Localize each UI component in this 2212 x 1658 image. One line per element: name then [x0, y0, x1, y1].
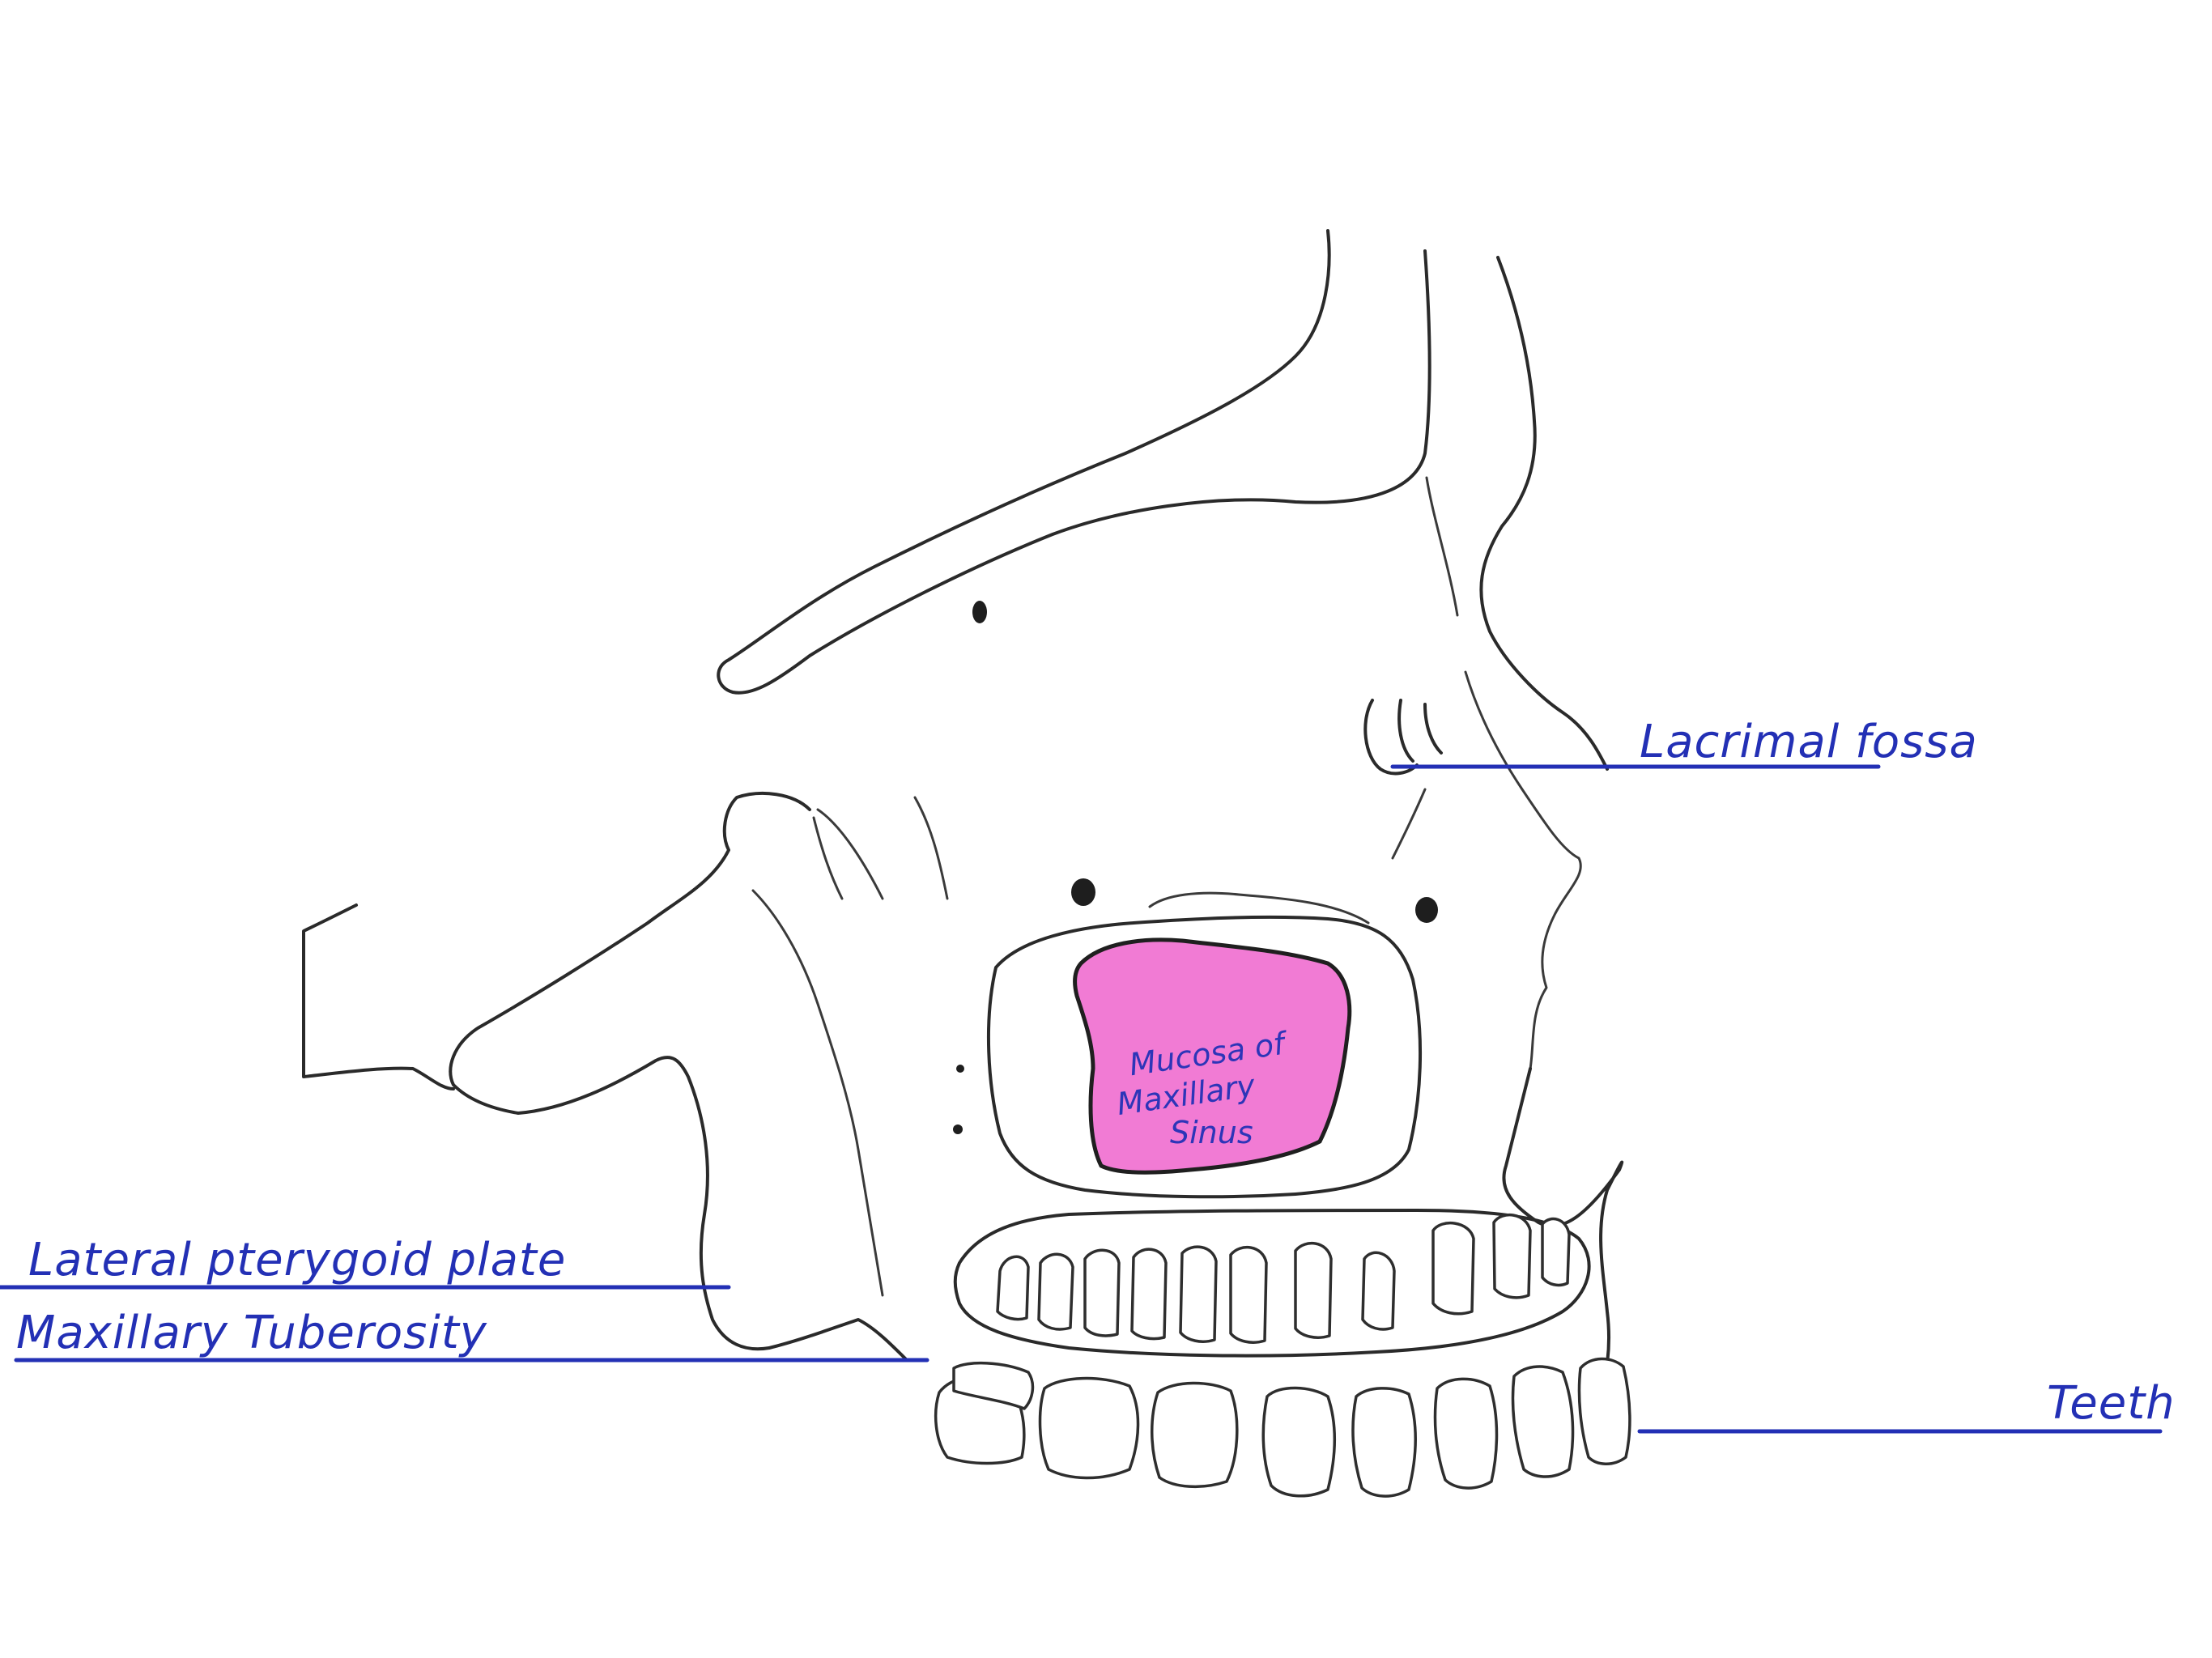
lingual-tooth-3	[1083, 1248, 1121, 1337]
crown-tooth-4	[1150, 1381, 1239, 1489]
lingual-tooth-7	[1294, 1242, 1333, 1339]
lacrimal-crest	[1464, 670, 1582, 1070]
maxilla-bone-outline	[302, 229, 1624, 1386]
foramen-dot-5	[953, 1124, 963, 1134]
crown-tooth-7	[1433, 1377, 1499, 1490]
lacrimal-groove	[1363, 699, 1443, 776]
maxillary-sinus-region: Mucosa of Maxillary Sinus	[1073, 937, 1352, 1175]
nasal-process-outline	[1479, 256, 1609, 771]
lingual-tooth-1	[996, 1255, 1030, 1321]
maxillary-tuberosity-label: Maxillary Tuberosity	[16, 1307, 487, 1359]
nasal-process-inner	[1425, 476, 1459, 617]
foramen-dot-1	[972, 601, 987, 623]
lingual-tooth-4	[1130, 1248, 1168, 1341]
crown-tooth-8	[1511, 1365, 1575, 1478]
infratemporal-line	[812, 816, 844, 900]
lingual-tooth-2	[1037, 1252, 1074, 1331]
palatal-arch	[953, 1209, 1591, 1358]
tuberosity-outline	[768, 1318, 908, 1362]
lingual-tooth-9	[1431, 1222, 1475, 1316]
foramen-dot-3	[1415, 897, 1438, 923]
crown-tooth-3	[1038, 1376, 1140, 1480]
zygomatic-ridge-2	[913, 796, 949, 900]
foramen-dot-4	[956, 1065, 964, 1073]
crown-tooth-2	[952, 1361, 1035, 1410]
lingual-tooth-6	[1229, 1246, 1268, 1344]
frontal-process-outline	[717, 229, 1431, 695]
lacrimal-fossa-label: Lacrimal fossa	[1640, 716, 1978, 768]
zygomatic-ridge	[816, 808, 884, 900]
foramen-dot-2	[1071, 878, 1095, 906]
lingual-tooth-8	[1361, 1251, 1396, 1331]
sinus-window-rim	[1148, 891, 1370, 925]
lingual-tooth-10	[1492, 1214, 1532, 1299]
lingual-tooth-11	[1541, 1217, 1571, 1287]
crown-tooth-6	[1351, 1387, 1417, 1498]
annotation-labels: Lacrimal fossa Lateral pterygoid plate M…	[0, 716, 2176, 1434]
crown-tooth-5	[1261, 1386, 1336, 1498]
lingual-tooth-5	[1179, 1245, 1218, 1343]
lateral-pterygoid-plate-label: Lateral pterygoid plate	[28, 1234, 566, 1286]
lacrimal-ridge	[1391, 788, 1427, 860]
teeth-group	[934, 1209, 1631, 1498]
maxilla-anterior-border	[1502, 1067, 1624, 1386]
maxillary-sinus-mucosa	[1073, 937, 1352, 1175]
teeth-label: Teeth	[2047, 1377, 2176, 1430]
posterior-body-inner	[751, 889, 884, 1297]
sinus-label-line3: Sinus	[1170, 1115, 1253, 1150]
lateral-pterygoid-plate-outline	[302, 903, 455, 1090]
sinus-window-frame	[986, 915, 1423, 1199]
posterior-body-outline	[449, 792, 811, 1351]
crown-tooth-9	[1577, 1357, 1631, 1465]
